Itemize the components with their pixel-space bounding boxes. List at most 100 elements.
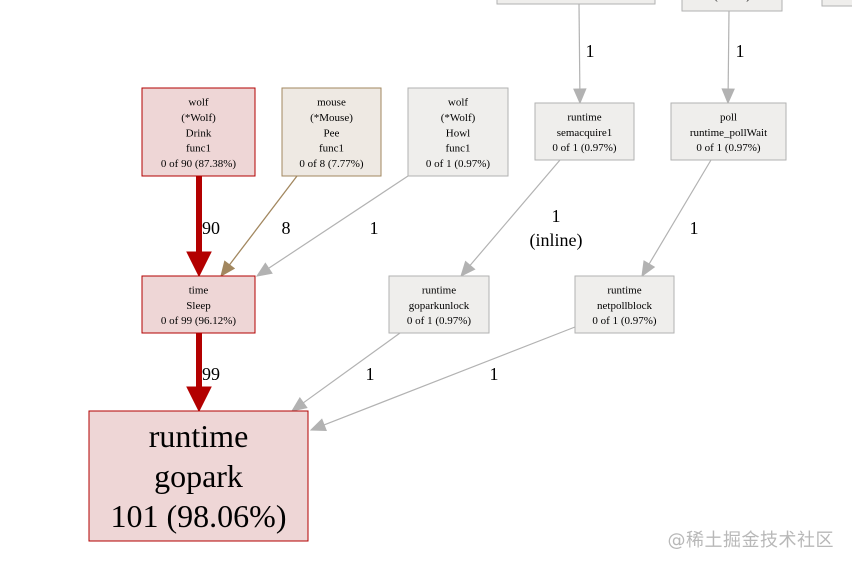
arrowhead-icon xyxy=(186,386,212,413)
node-label-line: netpollblock xyxy=(597,300,652,312)
edge-unlock-gopark: 1 xyxy=(290,332,401,412)
edge-label: 1 xyxy=(366,364,375,384)
node-box xyxy=(281,87,382,177)
edge-sleep-gopark: 99 xyxy=(186,333,220,413)
node-label-line: Sleep xyxy=(186,300,211,312)
node-label-line: runtime xyxy=(422,284,456,296)
edge-pee-sleep: 8 xyxy=(220,175,298,278)
node-box xyxy=(496,0,656,5)
edge-label: 1 xyxy=(490,364,499,384)
edge-poll-net: 1 xyxy=(641,159,712,278)
arrowhead-icon xyxy=(255,262,273,277)
node-label-line: Pee xyxy=(324,127,340,139)
node-label-line: Drink xyxy=(186,127,212,139)
node-label-line: mouse xyxy=(317,97,346,109)
node-label-line: 0 of 8 (7.77%) xyxy=(299,158,363,170)
node-label-line: Howl xyxy=(446,127,470,139)
edges-layer: 1 1 90 8 1 1 (inline) 1 99 1 1 xyxy=(186,3,745,432)
node-label-line: poll xyxy=(720,111,737,123)
node-gopark[interactable]: runtime gopark 101 (98.06%) xyxy=(88,410,309,542)
node-box xyxy=(534,102,635,161)
node-label-line: 0 of 1 (0.97%) xyxy=(696,142,760,154)
arrowhead-icon xyxy=(721,88,735,105)
edge-label: 1 xyxy=(552,206,561,226)
arrowhead-icon xyxy=(186,251,212,278)
node-label-line: (0.97%) xyxy=(714,0,750,3)
node-label-line: 0 of 1 (0.97%) xyxy=(426,158,490,170)
edge-line xyxy=(648,159,712,265)
node-box xyxy=(88,410,309,542)
edge-label: 8 xyxy=(282,218,291,238)
node-box xyxy=(407,87,509,177)
node-box xyxy=(681,0,783,12)
edge-line xyxy=(323,326,576,426)
arrowhead-icon xyxy=(220,260,236,278)
node-mouse-pee[interactable]: mouse (*Mouse) Pee func1 0 of 8 (7.77%) xyxy=(281,87,382,177)
node-wolf-drink[interactable]: wolf (*Wolf) Drink func1 0 of 90 (87.38%) xyxy=(141,87,256,177)
node-label-line: runtime xyxy=(607,284,641,296)
node-goparkunlock[interactable]: runtime goparkunlock 0 of 1 (0.97%) xyxy=(388,275,490,334)
edge-top1-sem: 1 xyxy=(573,3,595,105)
edge-howl-sleep: 1 xyxy=(255,175,409,277)
edge-line xyxy=(727,10,730,90)
node-label-line: 0 of 99 (96.12%) xyxy=(161,315,236,327)
node-box xyxy=(821,0,852,7)
node-label-line: time xyxy=(189,284,209,296)
edge-net-gopark: 1 xyxy=(309,326,576,432)
edge-label: 1 xyxy=(370,218,379,238)
edge-label: (inline) xyxy=(530,230,583,251)
edge-line xyxy=(268,175,409,269)
edge-line xyxy=(578,3,581,90)
node-pollwait[interactable]: poll runtime_pollWait 0 of 1 (0.97%) xyxy=(670,102,787,161)
node-box xyxy=(141,87,256,177)
node-top2[interactable]: (0.97%) xyxy=(681,0,783,12)
edge-label: 99 xyxy=(202,364,220,384)
node-label-line: 0 of 90 (87.38%) xyxy=(161,158,236,170)
node-top1[interactable] xyxy=(496,0,656,5)
node-label-line: 0 of 1 (0.97%) xyxy=(552,142,616,154)
node-label-line: func1 xyxy=(319,143,344,155)
node-label-line: runtime_pollWait xyxy=(690,127,767,139)
node-wolf-howl[interactable]: wolf (*Wolf) Howl func1 0 of 1 (0.97%) xyxy=(407,87,509,177)
edge-top2-poll: 1 xyxy=(721,10,745,105)
edge-line xyxy=(302,332,401,404)
node-label-line: func1 xyxy=(186,143,211,155)
node-label-line: gopark xyxy=(154,458,243,494)
edge-label: 1 xyxy=(690,218,699,238)
edge-sem-unlock: 1 (inline) xyxy=(460,159,583,277)
nodes-layer: (0.97%) wolf (*Wolf) Drink func1 0 of 90 (87.… xyxy=(88,0,852,542)
node-label-line: 0 of 1 (0.97%) xyxy=(407,315,471,327)
node-label-line: wolf xyxy=(188,97,209,109)
edge-line xyxy=(228,175,298,266)
node-label-line: runtime xyxy=(567,111,601,123)
watermark: @稀土掘金技术社区 xyxy=(667,530,834,551)
node-label-line: (*Wolf) xyxy=(441,112,476,124)
node-label-line: wolf xyxy=(448,97,469,109)
node-label-line: (*Mouse) xyxy=(310,112,353,124)
arrowhead-icon xyxy=(309,418,327,432)
node-label-line: func1 xyxy=(445,143,470,155)
edge-label: 1 xyxy=(736,41,745,61)
node-box xyxy=(141,275,256,334)
edge-line xyxy=(469,159,561,266)
arrowhead-icon xyxy=(641,260,656,278)
arrowhead-icon xyxy=(573,88,587,105)
edge-drink-sleep: 90 xyxy=(186,176,220,278)
node-label-line: (*Wolf) xyxy=(181,112,216,124)
node-label-line: 101 (98.06%) xyxy=(111,498,287,534)
edge-label: 90 xyxy=(202,218,220,238)
node-box xyxy=(388,275,490,334)
node-box xyxy=(670,102,787,161)
node-label-line: runtime xyxy=(149,418,249,454)
arrowhead-icon xyxy=(290,397,308,412)
node-top3[interactable] xyxy=(821,0,852,7)
node-box xyxy=(574,275,675,334)
edge-label: 1 xyxy=(586,41,595,61)
node-label-line: goparkunlock xyxy=(409,300,470,312)
node-netpollblock[interactable]: runtime netpollblock 0 of 1 (0.97%) xyxy=(574,275,675,334)
arrowhead-icon xyxy=(460,260,476,277)
node-label-line: 0 of 1 (0.97%) xyxy=(592,315,656,327)
